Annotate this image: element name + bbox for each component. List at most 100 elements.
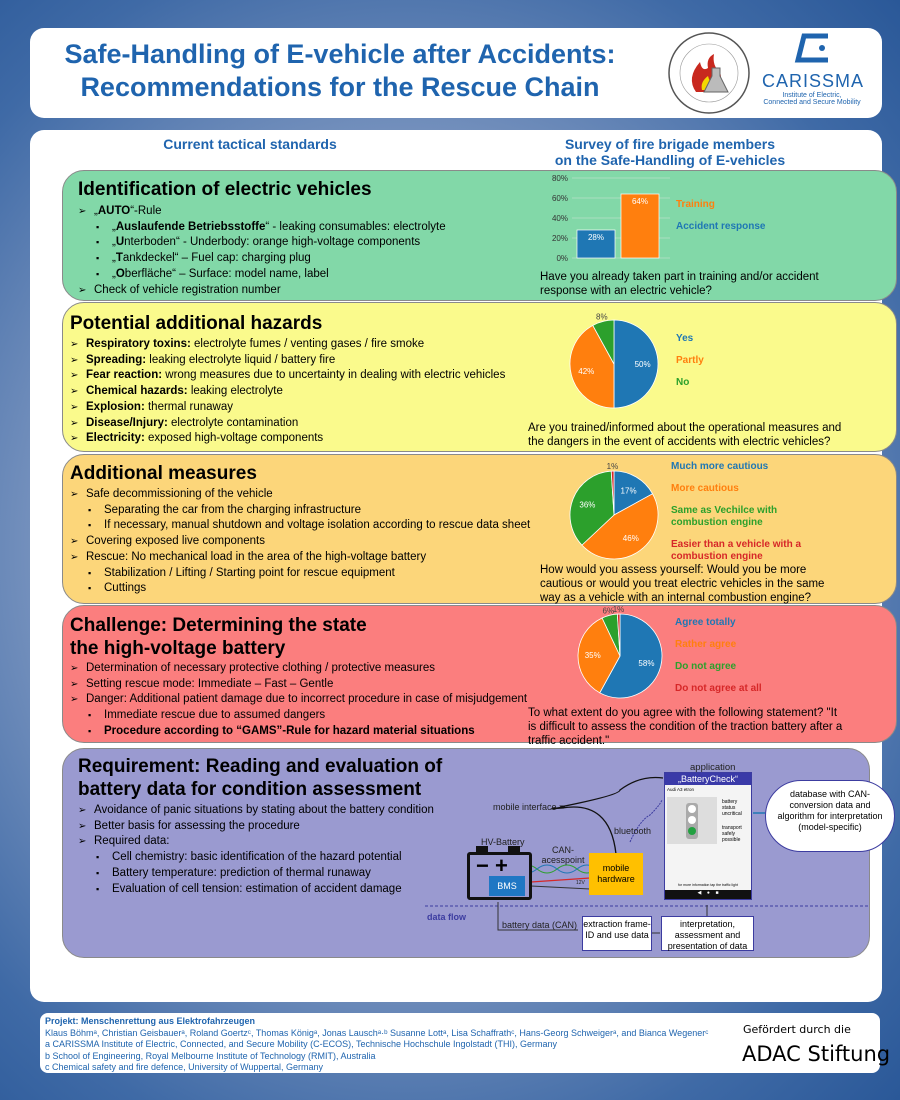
legend-training: Training <box>676 199 715 210</box>
legend-item: Agree totally <box>675 617 736 628</box>
pie-slice <box>569 470 615 546</box>
list-item: Separating the car from the charging inf… <box>70 503 550 519</box>
list-item: Danger: Additional patient damage due to… <box>70 692 550 708</box>
list-item: Battery temperature: prediction of therm… <box>78 866 478 882</box>
item-text: Better basis for assessing the procedure <box>94 819 300 832</box>
item-keyword: Procedure according to “GAMS”-Rule for h… <box>104 724 475 737</box>
adac-stiftung-logo: ADAC Stiftung <box>742 1042 891 1066</box>
wuppertal-logo <box>666 30 752 116</box>
legend-item: Same as Vechilce with combustion engine <box>671 505 778 528</box>
panel-title-2: the high-voltage battery <box>70 638 286 659</box>
hv-battery-label: HV-Battery <box>481 837 525 847</box>
item-text: Safe decommissioning of the vehicle <box>86 488 273 500</box>
item-text: ankdeckel“ – Fuel cap: charging plug <box>122 252 311 265</box>
item-keyword: Disease/Injury: <box>86 416 168 429</box>
item-text: berfläche“ – Surface: model name, label <box>124 267 329 280</box>
list-item: Fear reaction: wrong measures due to unc… <box>70 368 530 384</box>
app-status-transport: transport safely possible <box>722 825 742 843</box>
app-title: „BatteryCheck“ <box>665 773 751 785</box>
pie-slice <box>613 319 659 409</box>
item-text: Determination of necessary protective cl… <box>86 662 435 674</box>
list-item: „Oberfläche“ – Surface: model name, labe… <box>78 267 528 283</box>
pie-slice <box>577 617 621 694</box>
pie-slice <box>581 493 659 560</box>
panel-list: „AUTO“-Rule„Auslaufende Betriebsstoffe“ … <box>78 204 528 298</box>
item-keyword: Electricity: <box>86 432 145 445</box>
question-4: To what extent do you agree with the fol… <box>528 707 843 747</box>
item-text: wrong measures due to uncertainty in dea… <box>162 369 506 382</box>
list-item: Evaluation of cell tension: estimation o… <box>78 882 478 898</box>
interpretation-box: interpretation, assessment and presentat… <box>661 916 754 951</box>
bar-label: 64% <box>632 197 648 206</box>
left-heading: Current tactical standards <box>163 136 337 152</box>
item-text: leaking electrolyte <box>187 385 283 398</box>
item-keyword: Explosion: <box>86 400 145 413</box>
panel-list: Safe decommissioning of the vehicleSepar… <box>70 487 550 597</box>
pie-slice <box>569 324 615 409</box>
item-text: Separating the car from the charging inf… <box>104 503 361 516</box>
item-text: Cell chemistry: basic identification of … <box>112 851 402 864</box>
item-keyword: T <box>115 252 123 265</box>
question-3: How would you assess yourself: Would you… <box>540 564 825 604</box>
slice-label: 46% <box>623 534 639 543</box>
carissma-name: CARISSMA <box>762 71 865 91</box>
mobile-hardware-box: mobile hardware <box>589 853 643 895</box>
panel-title: Additional measures <box>70 463 257 484</box>
traffic-light-icon[interactable] <box>667 797 717 844</box>
list-item: Immediate rescue due to assumed dangers <box>70 708 550 724</box>
list-item: Avoidance of panic situations by stating… <box>78 803 478 819</box>
bar-chart: 0%20%40%60%80%28%64% <box>552 174 670 263</box>
panel-list: Respiratory toxins: electrolyte fumes / … <box>70 337 530 447</box>
pie-chart-trained: 50% 42% 8% <box>569 313 659 409</box>
item-text: „ <box>112 252 116 265</box>
slice-label: 42% <box>578 367 594 376</box>
item-keyword: Spreading: <box>86 353 147 366</box>
item-text: „ <box>112 267 116 280</box>
app-nav-bar: ◀ ● ■ <box>665 890 751 899</box>
app-screen: „BatteryCheck“ Audi A3 etron battery sta… <box>664 772 752 900</box>
item-text: Battery temperature: prediction of therm… <box>112 866 371 879</box>
list-item: Rescue: No mechanical load in the area o… <box>70 550 550 566</box>
carissma-c-icon <box>794 33 828 63</box>
y-tick-label: 80% <box>552 174 568 183</box>
extraction-box: extraction frame-ID and use data <box>582 916 652 951</box>
list-item: Safe decommissioning of the vehicle <box>70 487 550 503</box>
bar <box>576 229 616 259</box>
item-text: nterboden“ - Underbody: orange high-volt… <box>124 236 421 249</box>
mobile-interface-label: mobile interface = <box>493 802 565 812</box>
panel-title: Potential additional hazards <box>70 313 323 334</box>
question-2: Are you trained/informed about the opera… <box>528 422 842 448</box>
item-keyword: Chemical hazards: <box>86 385 188 398</box>
item-text: Setting rescue mode: Immediate – Fast – … <box>86 677 334 690</box>
carissma-logo: CARISSMA Institute of Electric, Connecte… <box>762 32 865 116</box>
list-item: Explosion: thermal runaway <box>70 400 530 416</box>
item-text: Covering exposed live components <box>86 535 265 548</box>
list-item: Determination of necessary protective cl… <box>70 661 550 677</box>
legend-item: No <box>676 377 690 388</box>
panel-title: Challenge: Determining the state <box>70 615 367 636</box>
slice-label: 8% <box>596 313 608 322</box>
item-keyword: AUTO <box>97 205 131 217</box>
panel-title: Requirement: Reading and evaluation of <box>78 756 443 777</box>
item-keyword: O <box>115 267 125 280</box>
list-item: Electricity: exposed high-voltage compon… <box>70 431 530 447</box>
item-text: leaking electrolyte liquid / battery fir… <box>146 353 336 366</box>
slice-label: 35% <box>585 651 601 660</box>
bms-box: BMS <box>489 876 525 896</box>
pie-chart-agreement: 58%35%6%1% <box>577 606 663 699</box>
item-text: „ <box>112 236 116 249</box>
app-car-name: Audi A3 etron <box>667 787 695 792</box>
panel-5-content: Requirement: Reading and evaluation of b… <box>78 755 478 897</box>
pie-slice <box>592 319 615 365</box>
y-tick-label: 60% <box>552 194 568 203</box>
item-keyword: Respiratory toxins: <box>86 338 191 350</box>
question-1: Have you already taken part in training … <box>540 271 819 297</box>
slice-label: 50% <box>635 360 651 369</box>
list-item: Chemical hazards: leaking electrolyte <box>70 384 530 400</box>
pie-slice <box>616 613 621 657</box>
pie-slice <box>613 470 654 516</box>
